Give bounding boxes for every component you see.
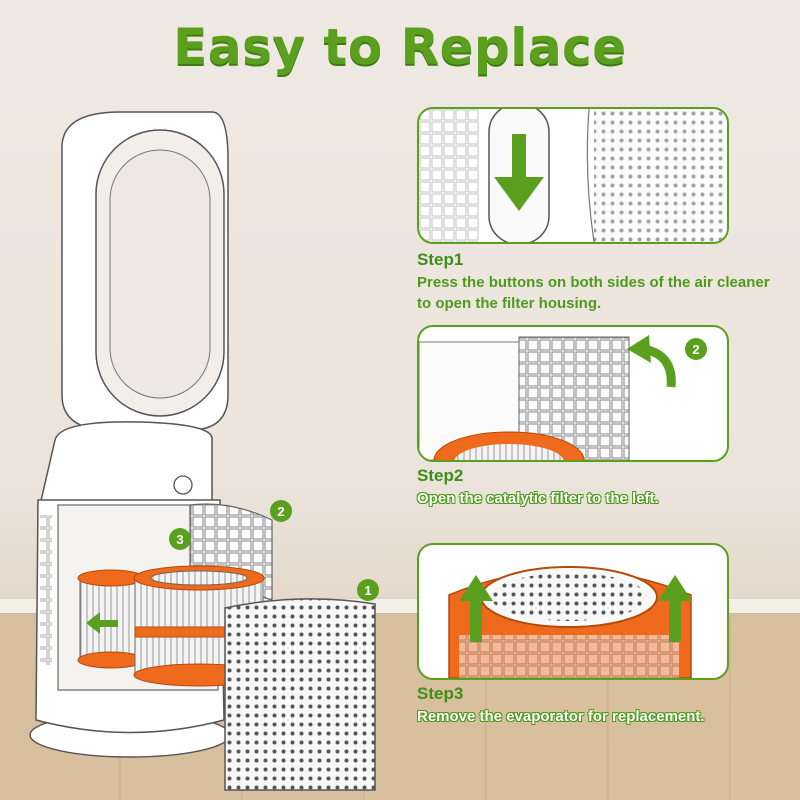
step2-title: Step2 — [417, 466, 464, 485]
svg-text:2: 2 — [277, 504, 284, 519]
badge-two: 2 — [270, 500, 292, 522]
badge-three: 3 — [169, 528, 191, 550]
up-arrow-icon — [459, 575, 493, 642]
svg-text:2: 2 — [692, 342, 699, 357]
badge-two-step2: 2 — [685, 338, 707, 360]
left-arrow-icon — [86, 612, 118, 634]
down-arrow-icon — [494, 134, 544, 211]
step1-image-panel — [417, 107, 729, 244]
badge-one: 1 — [357, 579, 379, 601]
step3-title: Step3 — [417, 684, 464, 703]
evaporator-left — [77, 569, 145, 669]
step2-description: Open the catalytic filter to the left. — [417, 490, 659, 507]
svg-text:1: 1 — [364, 583, 371, 598]
svg-text:3: 3 — [176, 532, 183, 547]
step3-image-panel — [417, 543, 729, 680]
step1-title: Step1 — [417, 250, 464, 269]
page-title: Easy to Replace — [173, 18, 627, 76]
hepa-filter-panel — [224, 598, 376, 791]
sensor-icon — [173, 475, 193, 495]
step1-description: Press the buttons on both sides of the a… — [417, 274, 770, 312]
step2-image-panel: 2 — [417, 325, 729, 462]
step3-description: Remove the evaporator for replacement. — [417, 708, 705, 725]
curved-left-arrow-icon — [627, 335, 676, 388]
up-arrow-icon — [658, 575, 692, 642]
